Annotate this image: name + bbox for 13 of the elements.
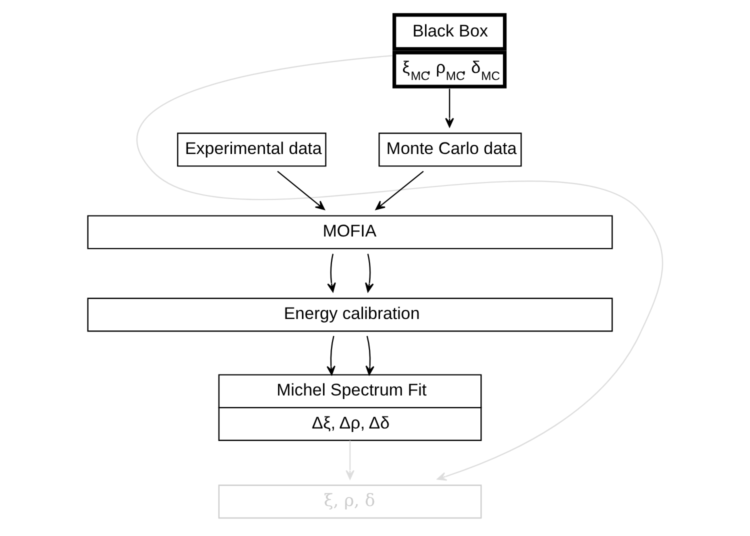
node-box: Energy calibration: [86, 298, 612, 332]
arrow: [326, 336, 335, 376]
arrow: [276, 170, 324, 210]
arrow: [444, 88, 454, 128]
arrow: [365, 336, 374, 376]
node-box: Monte Carlo data: [378, 132, 522, 167]
node-box: MOFIA: [86, 215, 612, 250]
arrow: [345, 440, 354, 480]
arrow: [364, 254, 374, 292]
arrow: [136, 55, 662, 481]
node-box: Experimental data: [176, 132, 326, 167]
arrow: [326, 254, 336, 292]
arrow: [374, 170, 424, 210]
